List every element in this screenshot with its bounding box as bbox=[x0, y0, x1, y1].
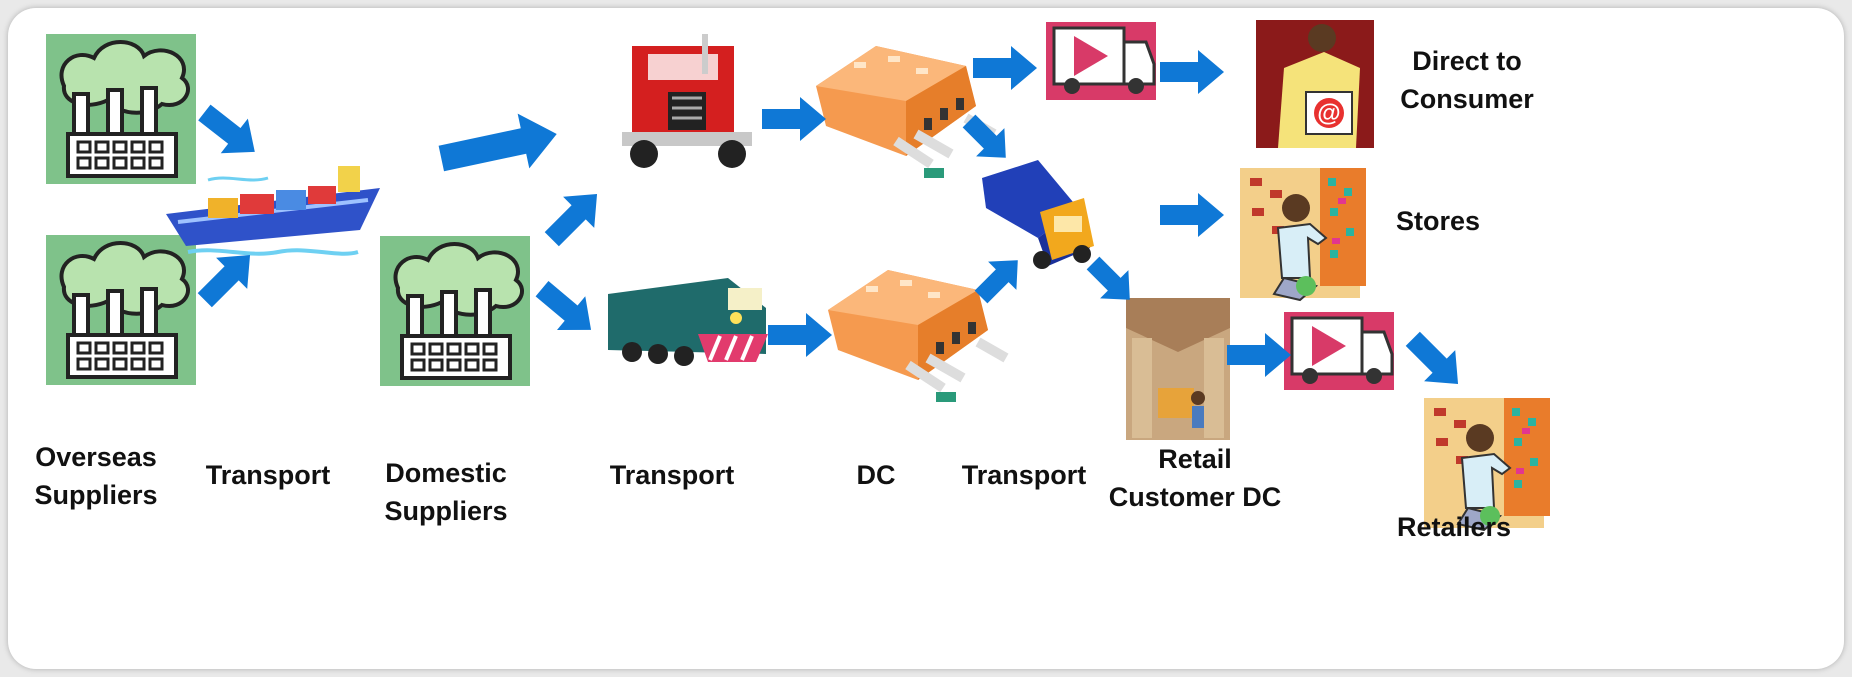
arrow-icon bbox=[438, 113, 557, 172]
label-dc: DC bbox=[856, 460, 896, 490]
flow-arrows bbox=[197, 46, 1459, 385]
arrow-icon bbox=[1086, 256, 1130, 300]
online-shopper-icon: @ bbox=[1256, 20, 1374, 148]
box-truck-icon bbox=[982, 160, 1094, 269]
domestic-factory-icon bbox=[378, 234, 532, 388]
label-domestic-suppliers: Domestic Suppliers bbox=[384, 458, 508, 526]
semi-truck-icon bbox=[622, 34, 752, 168]
arrow-icon bbox=[1160, 50, 1224, 94]
diagram-canvas: @ Overseas Suppliers Transport Domestic … bbox=[8, 8, 1844, 669]
arrow-icon bbox=[198, 104, 255, 154]
label-retail-customer-dc: Retail Customer DC bbox=[1108, 444, 1282, 512]
arrow-icon bbox=[544, 193, 598, 247]
locomotive-icon bbox=[608, 278, 768, 366]
delivery-truck-icon bbox=[1044, 20, 1158, 102]
label-stores: Stores bbox=[1395, 206, 1481, 236]
label-transport: Transport bbox=[609, 460, 735, 490]
arrow-icon bbox=[1160, 193, 1224, 237]
overseas-factory-icon bbox=[44, 233, 198, 387]
overseas-factory-icon bbox=[44, 32, 198, 186]
store-shopper-icon bbox=[1239, 167, 1367, 301]
label-overseas-suppliers: Overseas Suppliers bbox=[34, 442, 158, 510]
arrow-icon bbox=[762, 97, 826, 141]
arrow-icon bbox=[768, 313, 832, 357]
arrow-icon bbox=[974, 260, 1018, 304]
arrow-icon bbox=[197, 254, 251, 308]
at-sign-glyph: @ bbox=[1317, 100, 1340, 127]
arrow-icon bbox=[1227, 333, 1291, 377]
retail-warehouse-photo bbox=[1126, 298, 1230, 440]
arrow-icon bbox=[535, 281, 592, 330]
distribution-center-icon bbox=[816, 46, 994, 178]
label-transport: Transport bbox=[961, 460, 1087, 490]
label-transport: Transport bbox=[205, 460, 331, 490]
arrow-icon bbox=[1405, 331, 1459, 385]
delivery-truck-icon bbox=[1282, 310, 1396, 392]
label-direct-to-consumer: Direct to Consumer bbox=[1400, 46, 1534, 114]
label-retailers: Retailers bbox=[1396, 512, 1512, 542]
container-ship-icon bbox=[166, 166, 380, 256]
arrow-icon bbox=[973, 46, 1037, 90]
arrow-icon bbox=[962, 114, 1006, 158]
